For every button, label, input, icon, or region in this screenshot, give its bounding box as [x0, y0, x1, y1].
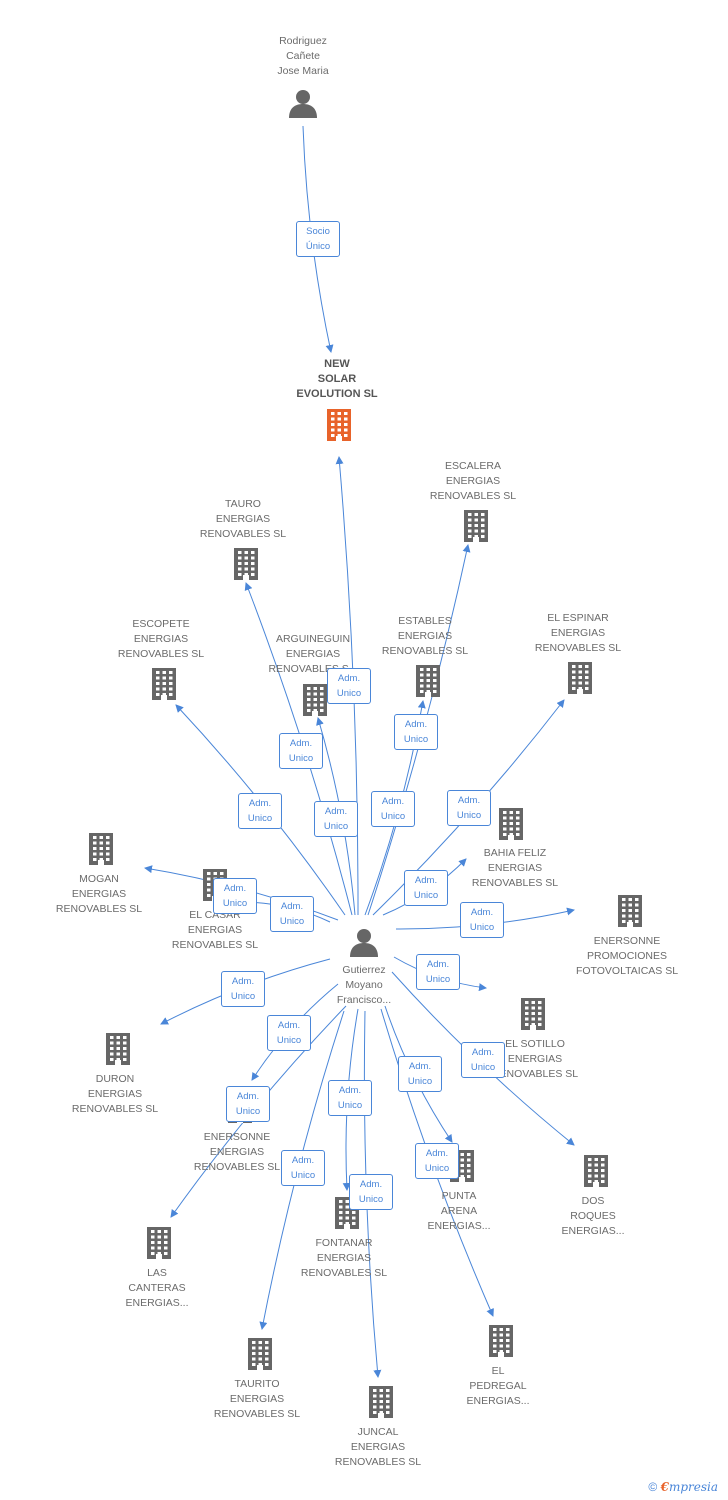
building-icon[interactable] [581, 1155, 611, 1192]
copyright-symbol: © [648, 1480, 658, 1494]
relation-badge-espinar[interactable]: Adm. Unico [447, 790, 491, 826]
building-icon[interactable] [496, 808, 526, 845]
relation-badge-taurito[interactable]: Adm. Unico [281, 1150, 325, 1186]
brand-name: mpresia [668, 1480, 718, 1494]
relation-badge-sotillo[interactable]: Adm. Unico [416, 954, 460, 990]
node-label-duron[interactable]: DURON ENERGIAS RENOVABLES SL [71, 1073, 159, 1115]
building-icon[interactable] [245, 1338, 275, 1375]
building-icon[interactable] [144, 1227, 174, 1264]
building-icon[interactable] [615, 895, 645, 932]
node-label-escalera[interactable]: ESCALERA ENERGIAS RENOVABLES SL [429, 460, 517, 502]
node-label-bahia[interactable]: BAHIA FELIZ ENERGIAS RENOVABLES SL [471, 847, 559, 889]
node-label-espinar[interactable]: EL ESPINAR ENERGIAS RENOVABLES SL [534, 612, 622, 654]
node-label-juncal[interactable]: JUNCAL ENERGIAS RENOVABLES SL [334, 1426, 422, 1468]
relation-badge-dos_roques[interactable]: Adm. Unico [461, 1042, 505, 1078]
relation-badge-fontanar[interactable]: Adm. Unico [328, 1080, 372, 1116]
node-label-casar[interactable]: EL CASAR ENERGIAS RENOVABLES SL [171, 909, 259, 951]
node-label-estables[interactable]: ESTABLES ENERGIAS RENOVABLES SL [381, 615, 469, 657]
relation-badge-bahia[interactable]: Adm. Unico [404, 870, 448, 906]
node-label-escopete[interactable]: ESCOPETE ENERGIAS RENOVABLES SL [117, 618, 205, 660]
building-icon[interactable] [486, 1325, 516, 1362]
node-label-pedregal[interactable]: EL PEDREGAL ENERGIAS... [466, 1365, 530, 1407]
relation-badge-casar[interactable]: Adm. Unico [270, 896, 314, 932]
relation-badge-estables[interactable]: Adm. Unico [394, 714, 438, 750]
node-label-fontanar[interactable]: FONTANAR ENERGIAS RENOVABLES SL [300, 1237, 388, 1279]
building-icon[interactable] [565, 662, 595, 699]
relation-badge-tauro[interactable]: Adm. Unico [279, 733, 323, 769]
node-label-enersonne_ener[interactable]: ENERSONNE ENERGIAS RENOVABLES SL [193, 1131, 281, 1173]
relation-badge-enersonne_ener[interactable]: Adm. Unico [267, 1015, 311, 1051]
relation-badge-canteras[interactable]: Adm. Unico [226, 1086, 270, 1122]
building-icon[interactable] [149, 668, 179, 705]
node-label-dos_roques[interactable]: DOS ROQUES ENERGIAS... [561, 1195, 625, 1237]
brand-initial: € [660, 1480, 669, 1494]
relation-badge-juncal[interactable]: Adm. Unico [349, 1174, 393, 1210]
node-label-sotillo[interactable]: EL SOTILLO ENERGIAS RENOVABLES SL [491, 1038, 579, 1080]
building-icon[interactable] [324, 409, 354, 446]
node-label-gutierrez[interactable]: Gutierrez Moyano Francisco... [336, 964, 392, 1006]
relation-badge-escopete[interactable]: Adm. Unico [238, 793, 282, 829]
building-icon[interactable] [231, 548, 261, 585]
building-icon[interactable] [300, 684, 330, 721]
building-icon[interactable] [366, 1386, 396, 1423]
building-icon[interactable] [413, 665, 443, 702]
relation-badge-punta_arena[interactable]: Adm. Unico [398, 1056, 442, 1092]
person-icon[interactable] [288, 88, 318, 123]
relation-badge-enersonne_prom[interactable]: Adm. Unico [460, 902, 504, 938]
node-label-rodriguez[interactable]: Rodriguez Cañete Jose Maria [277, 35, 329, 77]
relation-badge-pedregal[interactable]: Adm. Unico [415, 1143, 459, 1179]
relation-badge-arguineguin[interactable]: Adm. Unico [314, 801, 358, 837]
node-label-arguineguin[interactable]: ARGUINEGUIN ENERGIAS RENOVABLES S... [268, 633, 357, 675]
building-icon[interactable] [103, 1033, 133, 1070]
building-icon[interactable] [518, 998, 548, 1035]
node-label-punta_arena[interactable]: PUNTA ARENA ENERGIAS... [427, 1190, 491, 1232]
relation-badge-new_solar[interactable]: Socio Único [296, 221, 340, 257]
node-label-tauro[interactable]: TAURO ENERGIAS RENOVABLES SL [199, 498, 287, 540]
relation-badge-mogan[interactable]: Adm. Unico [213, 878, 257, 914]
building-icon[interactable] [86, 833, 116, 870]
building-icon[interactable] [461, 510, 491, 547]
relation-badge-escalera[interactable]: Adm. Unico [371, 791, 415, 827]
person-icon[interactable] [349, 927, 379, 962]
node-label-taurito[interactable]: TAURITO ENERGIAS RENOVABLES SL [213, 1378, 301, 1420]
relation-badge-new_solar[interactable]: Adm. Unico [327, 668, 371, 704]
node-label-canteras[interactable]: LAS CANTERAS ENERGIAS... [125, 1267, 189, 1309]
node-label-mogan[interactable]: MOGAN ENERGIAS RENOVABLES SL [55, 873, 143, 915]
node-label-enersonne_prom[interactable]: ENERSONNE PROMOCIONES FOTOVOLTAICAS SL [575, 935, 679, 977]
relation-badge-duron[interactable]: Adm. Unico [221, 971, 265, 1007]
brand-footer: © €mpresia [648, 1480, 718, 1494]
node-label-new_solar[interactable]: NEW SOLAR EVOLUTION SL [296, 358, 378, 400]
